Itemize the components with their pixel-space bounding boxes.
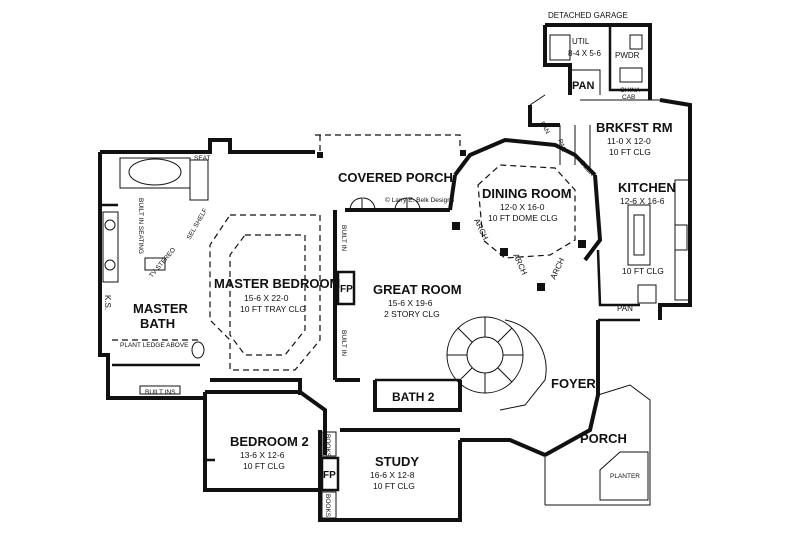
planter-label: PLANTER [610, 473, 640, 480]
arch-label-2: ARCH [511, 252, 529, 277]
kitchen-clg: 10 FT CLG [622, 266, 664, 276]
planter-outline [599, 451, 649, 501]
ks-label: K.S. [103, 295, 112, 310]
arch-label-3: ARCH [549, 256, 567, 281]
great-room-fireplace [336, 270, 356, 306]
dining-room-clg: 10 FT DOME CLG [488, 213, 558, 223]
pan-label-2: PAN [556, 138, 567, 153]
master-bedroom-dim: 15-6 X 22-0 [244, 293, 289, 303]
china-cab-label-1: CHINA [620, 87, 641, 94]
great-room-clg: 2 STORY CLG [384, 309, 440, 319]
bedroom2-name: BEDROOM 2 [230, 434, 309, 449]
detached-garage-label: DETACHED GARAGE [548, 11, 628, 20]
master-bedroom-name: MASTER BEDROOM [214, 276, 340, 291]
porch-doors [349, 197, 421, 211]
bathtub [128, 158, 182, 186]
util-dim: 8-4 X 5-6 [568, 49, 601, 58]
books-label-2: BOOKS [324, 494, 331, 518]
pan-upper-label: PAN [572, 80, 594, 92]
porch-name: PORCH [580, 431, 627, 446]
bedroom2-dim: 13-6 X 12-6 [240, 450, 285, 460]
master-tray-ceiling [209, 214, 321, 371]
built-in-label-1: BUILT IN [340, 225, 347, 251]
study-clg: 10 FT CLG [373, 481, 415, 491]
study-name: STUDY [375, 454, 419, 469]
study-fireplace [320, 456, 340, 492]
brkfst-rm-name: BRKFST RM [596, 120, 673, 135]
dining-room-dim: 12-0 X 16-0 [500, 202, 545, 212]
fp-great-label: FP [340, 284, 353, 295]
brkfst-rm-clg: 10 FT CLG [609, 147, 651, 157]
pan-label-1: PAN [538, 121, 551, 136]
fp-study-label: FP [323, 470, 336, 481]
built-in-seating-label: BUILT IN SEATING [137, 198, 144, 254]
exterior-walls [98, 23, 692, 522]
arch-columns [452, 222, 586, 291]
porch-post-2 [460, 150, 466, 156]
tv-stereo-label: TV STEREO [148, 247, 177, 280]
master-bath-line2: BATH [140, 316, 175, 331]
dining-room-name: DINING ROOM [482, 186, 572, 201]
room-labels: DETACHED GARAGE UTIL 8-4 X 5-6 PWDR PAN … [133, 11, 676, 491]
bedroom2-clg: 10 FT CLG [243, 461, 285, 471]
master-bath-fixtures [102, 157, 209, 395]
kitchen-dim: 12-6 X 16-6 [620, 196, 665, 206]
great-room-name: GREAT ROOM [373, 282, 462, 297]
bath2-name: BATH 2 [392, 390, 435, 404]
brkfst-rm-dim: 11-0 X 12-0 [607, 136, 651, 146]
built-in-label-2: BUILT IN [340, 330, 347, 356]
master-bath-line1: MASTER [133, 301, 189, 316]
master-bedroom-clg: 10 FT TRAY CLG [240, 304, 306, 314]
sel-shelf-label: SEL SHELF [186, 207, 209, 241]
plant-ledge-label: PLANT LEDGE ABOVE [120, 342, 189, 349]
seat-label: SEAT [194, 155, 211, 162]
pwdr-label: PWDR [615, 51, 640, 60]
china-cab-label-2: CAB [622, 94, 635, 101]
books-label-1: BOOKS [324, 434, 331, 458]
pan-lower-label: PAN [617, 304, 633, 313]
porch-post-1 [317, 152, 323, 158]
spiral-staircase [446, 316, 547, 411]
foyer-name: FOYER [551, 376, 596, 391]
util-label: UTIL [572, 37, 590, 46]
kitchen-fixtures [559, 125, 691, 304]
kitchen-name: KITCHEN [618, 180, 676, 195]
study-dim: 16-6 X 12-8 [370, 470, 415, 480]
covered-porch-name: COVERED PORCH [338, 170, 453, 185]
built-ins-label: BUILT INS [145, 389, 176, 396]
credit-text: © Larry E. Belk Designs [385, 196, 455, 204]
great-room-dim: 15-6 X 19-6 [388, 298, 433, 308]
